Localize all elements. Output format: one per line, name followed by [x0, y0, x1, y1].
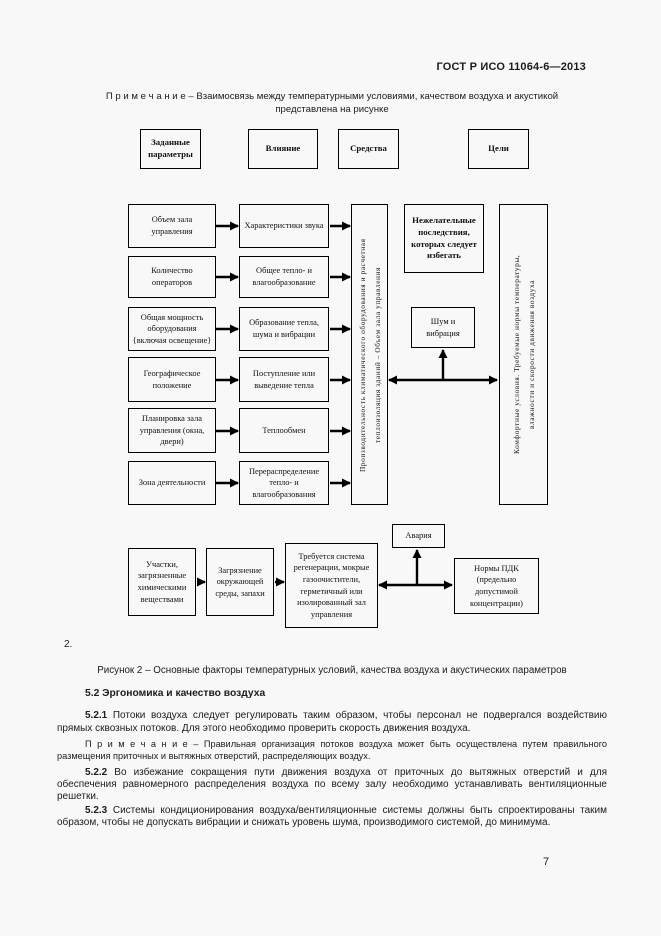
- paragraph-5-2-1: 5.2.1 Потоки воздуха следует регулироват…: [57, 710, 607, 735]
- input-box-hall-volume: Объем зала управления: [128, 204, 216, 248]
- influence-box-heat-noise-vibration: Образование тепла, шума и вибрации: [239, 307, 329, 351]
- clause-text-5-2-2: Во избежание сокращения пути движения во…: [57, 766, 607, 803]
- col-header-goals: Цели: [468, 129, 529, 169]
- body-text-area: 2. Рисунок 2 – Основные факторы температ…: [57, 639, 607, 830]
- environment-pollution-box: Загрязнение окружающей среды, запахи: [206, 548, 274, 616]
- means-vertical-box: Производительность климатического оборуд…: [351, 204, 388, 505]
- clause-number-5-2-3: 5.2.3: [85, 804, 108, 816]
- undesired-consequences-box: Нежелательные последствия, которых следу…: [404, 204, 484, 273]
- input-box-operators-count: Количество операторов: [128, 256, 216, 298]
- stray-number: 2.: [64, 639, 73, 650]
- paragraph-5-2-3: 5.2.3 Системы кондиционирования воздуха/…: [57, 805, 607, 830]
- comfort-vertical-box: Комфортные условия. Требуемые нормы темп…: [499, 204, 548, 505]
- col-header-influence: Влияние: [248, 129, 318, 169]
- clause-number-5-2-2: 5.2.2: [85, 766, 108, 778]
- input-box-equipment-power: Общая мощность оборудования {включая осв…: [128, 307, 216, 351]
- input-box-geography: Географическое положение: [128, 357, 216, 402]
- section-heading-5-2: 5.2 Эргономика и качество воздуха: [85, 687, 266, 699]
- influence-box-heat-exchange: Теплообмен: [239, 408, 329, 453]
- figure-note-line1: П р и м е ч а н и е – Взаимосвязь между …: [105, 91, 559, 102]
- input-box-hall-layout: Планировка зала управления (окна, двери): [128, 408, 216, 453]
- influence-box-heat-moisture: Общее тепло- и влагообразование: [239, 256, 329, 298]
- comfort-vertical-text: Комфортные условия. Требуемые нормы темп…: [511, 254, 536, 455]
- pdk-norms-box: Нормы ПДК (предельно допустимой концентр…: [454, 558, 539, 614]
- gost-standard-number: ГОСТ Р ИСО 11064-6—2013: [436, 61, 586, 73]
- page-number: 7: [543, 856, 550, 868]
- clause-text-5-2-3: Системы кондиционирования воздуха/вентил…: [57, 804, 607, 829]
- clause-text-5-2-1: Потоки воздуха следует регулировать таки…: [57, 710, 607, 734]
- noise-vibration-box: Шум и вибрация: [411, 307, 475, 348]
- accident-box: Авария: [392, 524, 445, 548]
- clause-number-5-2-1: 5.2.1: [85, 710, 108, 722]
- paragraph-5-2-2: 5.2.2 Во избежание сокращения пути движе…: [57, 767, 607, 804]
- col-header-means: Средства: [338, 129, 399, 169]
- contaminated-sites-box: Участки, загрязненные химическими вещест…: [128, 548, 196, 616]
- means-vertical-text: Производительность климатического оборуд…: [357, 237, 382, 472]
- col-header-given-parameters: Заданные параметры: [140, 129, 201, 169]
- regeneration-system-box: Требуется система регенерации, мокрые га…: [285, 543, 378, 628]
- influence-box-sound: Характеристики звука: [239, 204, 329, 248]
- figure-note: П р и м е ч а н и е – Взаимосвязь между …: [57, 90, 607, 116]
- influence-box-redistribution: Перераспределение тепло- и влагообразова…: [239, 461, 329, 505]
- influence-box-heat-inflow: Поступление или выведение тепла: [239, 357, 329, 402]
- figure-caption: Рисунок 2 – Основные факторы температурн…: [97, 665, 567, 677]
- figure-note-line2: представлена на рисунке: [275, 104, 389, 115]
- input-box-activity-zone: Зона деятельности: [128, 461, 216, 505]
- note-5-2-1: П р и м е ч а н и е – Правильная организ…: [57, 739, 607, 761]
